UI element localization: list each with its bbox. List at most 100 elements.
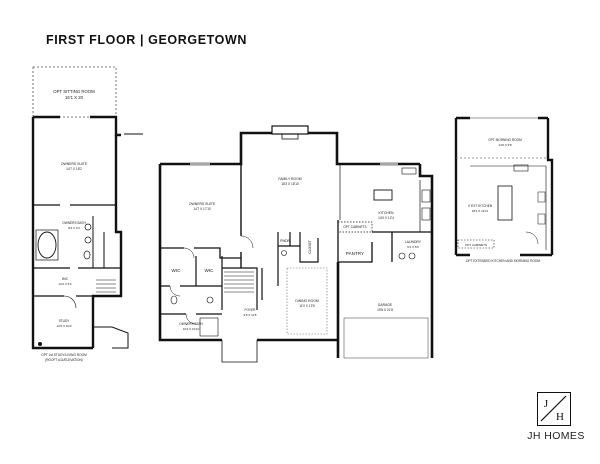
pantry-label: PANTRY <box>346 251 364 256</box>
kitchen-pantry-walls <box>337 220 432 263</box>
suite-south-wall <box>160 247 241 259</box>
svg-text:J: J <box>544 398 549 410</box>
left-outer-wall-east <box>91 135 123 348</box>
opt-sitting-dims: 16'1 X 20 <box>65 95 84 100</box>
owners-bath-dims: 10'2 X 10'10 <box>183 327 200 331</box>
kitchen-label: KITCHEN <box>379 211 394 215</box>
opt-morning-room-label: OPT MORNING ROOM <box>488 138 522 142</box>
left-plan-labels: OPT SITTING ROOM 16'1 X 20 OWNERS SUITE … <box>41 89 95 362</box>
bath-walls <box>160 256 223 315</box>
bay-porch <box>93 326 129 349</box>
left-caption-line1: OPT 1st STUDY/LIVING ROOM <box>41 353 87 357</box>
dining-room-outline <box>286 267 328 335</box>
svg-text:H: H <box>556 411 564 423</box>
right-plan-labels: OPT MORNING ROOM 14'0 X 9'8 4' EXT KITCH… <box>465 138 540 263</box>
opt-kitchen-dims: 18'4 X 14'11 <box>472 209 489 213</box>
counters <box>339 164 421 232</box>
right-floor-plan <box>454 116 554 257</box>
left-owners-bath-dims: 8'4 X 9'4 <box>68 226 80 230</box>
range-icon <box>537 191 546 203</box>
door-swing-icon <box>169 285 181 297</box>
toilet-icon <box>83 250 91 260</box>
wc-walls <box>92 216 105 268</box>
page-title: FIRST FLOOR | GEORGETOWN <box>46 33 247 47</box>
door-swing-icon <box>525 231 539 245</box>
foyer-stair-walls <box>222 267 263 310</box>
hearth <box>281 133 299 140</box>
washer-icon <box>398 252 406 260</box>
garage-door <box>343 317 429 359</box>
left-wic-label: WIC <box>62 277 69 281</box>
right-caption: OPT EXTENDED KITCHEN AND MORNING ROOM <box>466 259 540 263</box>
kitchen-island <box>497 185 513 221</box>
garage-dims: 19'8 X 21'8 <box>377 308 393 312</box>
main-outer-wall-west <box>158 164 222 342</box>
door-swing-icon <box>63 295 77 309</box>
fridge-icon <box>537 213 546 225</box>
wic-walls <box>160 256 222 287</box>
sink-icon <box>84 236 92 244</box>
shower-icon <box>199 317 219 337</box>
opt-cabinets-label: OPT CABINETS <box>343 225 366 229</box>
kitchen-island <box>373 189 393 201</box>
owners-suite-label: OWNERS SUITE <box>189 202 216 206</box>
garage-label: GARAGE <box>378 303 393 307</box>
jh-logo-mark-icon: J H <box>540 395 567 423</box>
right-opt-cabinets-label: OPT CABINETS <box>465 243 487 247</box>
company-name: JH HOMES <box>527 430 585 442</box>
main-plan-labels: FAMILY ROOM 18'3 X 18'10 OWNERS SUITE 14… <box>172 177 422 331</box>
laundry-label: LAUNDRY <box>405 240 422 244</box>
foyer-dims: 9'8 X 11'8 <box>244 313 257 317</box>
left-owners-bath-label: OWNERS BATH <box>62 221 86 225</box>
family-room-dims: 18'3 X 18'10 <box>281 182 299 186</box>
post-marker <box>38 342 42 346</box>
stair-icon <box>224 271 254 293</box>
jh-logo: J H <box>537 392 571 426</box>
opt-kitchen-label: 4' EXT KITCHEN <box>468 204 493 208</box>
left-wic-dims: 12'2 X 5'6 <box>58 282 71 286</box>
kitchen-dims: 14'0 X 12'4 <box>378 216 394 220</box>
toilet-icon <box>170 295 178 305</box>
opt-sitting-room-label: OPT SITTING ROOM <box>53 89 95 94</box>
fireplace-icon <box>271 125 309 135</box>
powder-label: PWDR <box>280 239 290 243</box>
opt-cabinets-outline <box>457 239 495 249</box>
garage-walls <box>336 260 434 358</box>
closet-label: CLOSET <box>308 240 312 254</box>
tub-surround <box>35 229 59 261</box>
front-porch <box>221 340 258 363</box>
door-swing-icon <box>185 313 197 325</box>
wic-left-label: WIC <box>172 268 182 273</box>
powder-walls <box>277 232 300 286</box>
kitchen-counters <box>470 165 547 250</box>
laundry-dims: 6'4 X 6'6 <box>407 245 419 249</box>
left-outer-wall-west <box>31 117 93 350</box>
family-room-label: FAMILY ROOM <box>278 177 301 181</box>
sink-icon <box>84 223 92 231</box>
sink-icon <box>206 296 214 304</box>
left-caption-line2: (ROOFT A11/ELEVATION) <box>45 358 83 362</box>
toilet-icon <box>281 250 287 256</box>
wic-right-label: WIC <box>205 268 215 273</box>
opt-sitting-room-outline <box>32 66 117 118</box>
fridge-icon <box>421 207 431 221</box>
left-floor-plan <box>31 66 143 350</box>
opt-cabinets-outline <box>337 221 373 233</box>
right-side-walls <box>454 118 554 255</box>
left-study-label: STUDY <box>59 319 71 323</box>
main-floor-plan <box>158 125 434 363</box>
main-outer-wall-north <box>160 131 420 166</box>
dining-room-dims: 11'0 X 13'5 <box>299 304 315 308</box>
range-icon <box>421 189 431 203</box>
opt-morning-dims: 14'0 X 9'8 <box>498 143 511 147</box>
door-swing-icon <box>240 235 254 249</box>
door-swing-icon <box>183 247 195 259</box>
owners-bath-label: OWNERS BATH <box>179 322 203 326</box>
dryer-icon <box>408 252 416 260</box>
stair-icon <box>96 279 116 293</box>
left-study-dims: 12'0 X 9'10 <box>57 324 72 328</box>
main-outer-wall-east-upper <box>418 164 434 260</box>
sink-icon <box>401 167 417 175</box>
owners-suite-dims: 14'7 X 17'10 <box>193 207 211 211</box>
